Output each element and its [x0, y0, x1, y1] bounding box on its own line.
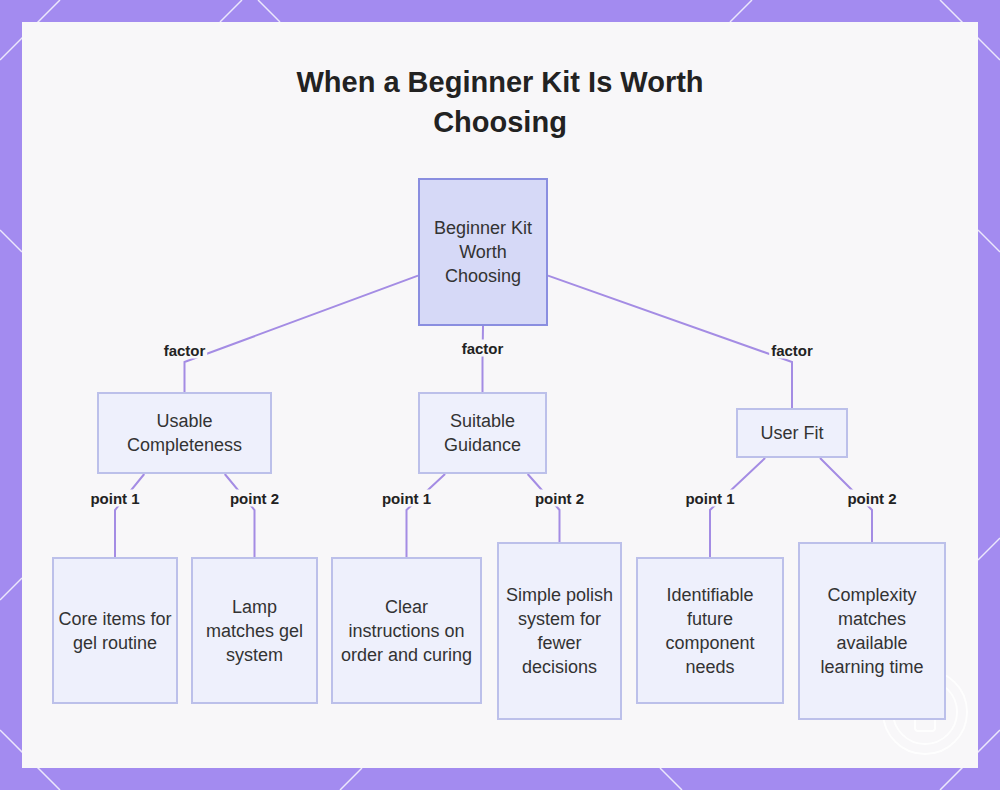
box-text-group: Beginner Kit Worth Choosing: [424, 216, 542, 288]
root-box: Beginner Kit Worth Choosing: [418, 178, 548, 326]
connector-line: [548, 276, 792, 408]
topic-box: Suitable Guidance: [418, 392, 547, 474]
box-text: Simple polish system for fewer decisions: [503, 583, 616, 679]
connector-line: [225, 474, 255, 557]
topic-box: Core items for gel routine: [52, 557, 178, 704]
box-text: Complexity matches available learning ti…: [804, 583, 940, 679]
box-text-group: User Fit: [761, 421, 824, 445]
topic-box: Complexity matches available learning ti…: [798, 542, 946, 720]
topic-box: Usable Completeness: [97, 392, 272, 474]
box-text: Core items for gel routine: [58, 607, 172, 655]
topic-box: Simple polish system for fewer decisions: [497, 542, 622, 720]
connector-label: point 1: [88, 490, 141, 507]
connector-label: point 1: [380, 490, 433, 507]
box-text: Usable Completeness: [103, 409, 266, 457]
topic-box: User Fit: [736, 408, 848, 458]
box-text: Identifiable future component needs: [642, 583, 778, 679]
connector-line: [710, 458, 765, 557]
connector-label: factor: [769, 342, 815, 359]
box-text-group: Usable Completeness: [103, 409, 266, 457]
connector-line: [482, 326, 485, 392]
connector-line: [185, 276, 419, 392]
box-text-group: Lamp matches gel system: [197, 595, 312, 667]
connector-label: factor: [162, 342, 208, 359]
box-text: Suitable Guidance: [424, 409, 541, 457]
connector-line: [528, 474, 560, 542]
box-text: Clear instructions on order and curing: [337, 595, 476, 667]
box-text-group: Complexity matches available learning ti…: [804, 583, 940, 679]
connector-label: factor: [460, 340, 506, 357]
topic-box: Identifiable future component needs: [636, 557, 784, 704]
connector-line: [115, 474, 144, 557]
box-text-group: Simple polish system for fewer decisions: [503, 583, 616, 679]
box-text: Beginner Kit Worth Choosing: [424, 216, 542, 288]
box-text: Lamp matches gel system: [197, 595, 312, 667]
connector-label: point 2: [845, 490, 898, 507]
diagram-title: When a Beginner Kit Is Worth Choosing: [250, 62, 750, 142]
box-text-group: Identifiable future component needs: [642, 583, 778, 679]
connector-label: point 2: [228, 490, 281, 507]
connector-label: point 2: [533, 490, 586, 507]
box-text-group: Suitable Guidance: [424, 409, 541, 457]
topic-box: Lamp matches gel system: [191, 557, 318, 704]
connector-label: point 1: [683, 490, 736, 507]
box-text: User Fit: [761, 421, 824, 445]
topic-box: Clear instructions on order and curing: [331, 557, 482, 704]
connector-line: [407, 474, 446, 557]
box-text-group: Core items for gel routine: [58, 607, 172, 655]
box-text-group: Clear instructions on order and curing: [337, 595, 476, 667]
